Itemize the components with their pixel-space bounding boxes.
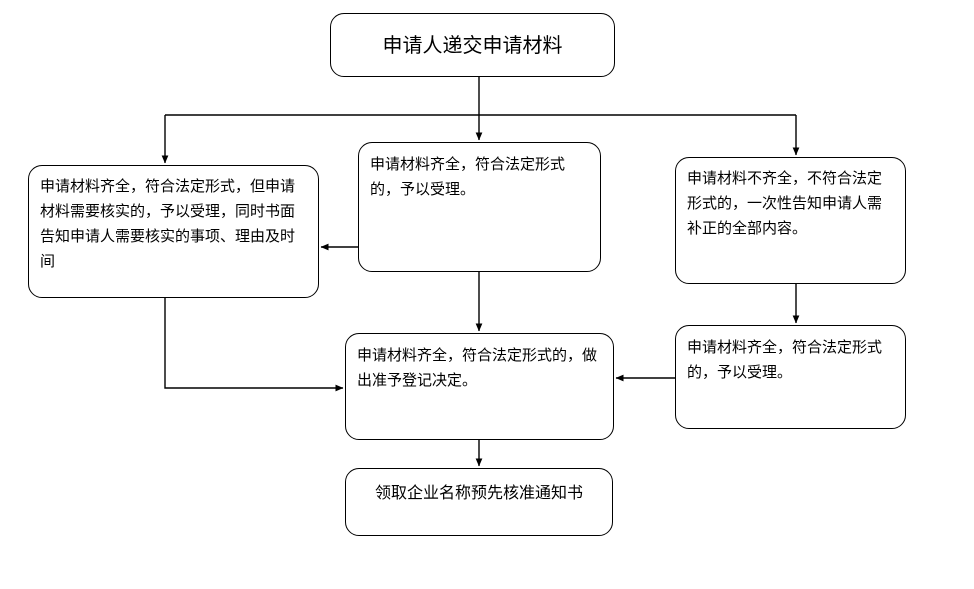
- node-submit-application[interactable]: 申请人递交申请材料: [330, 13, 615, 77]
- node-approve-registration-decision[interactable]: 申请材料齐全，符合法定形式的，做出准予登记决定。: [345, 333, 614, 440]
- node-complete-needs-verification-label: 申请材料齐全，符合法定形式，但申请材料需要核实的，予以受理，同时书面告知申请人需…: [40, 177, 296, 270]
- node-receive-preapproval-notice-label: 领取企业名称预先核准通知书: [374, 483, 583, 502]
- node-complete-needs-verification[interactable]: 申请材料齐全，符合法定形式，但申请材料需要核实的，予以受理，同时书面告知申请人需…: [28, 165, 319, 298]
- node-incomplete-notify-corrections[interactable]: 申请材料不齐全，不符合法定形式的，一次性告知申请人需补正的全部内容。: [675, 157, 906, 284]
- connector-needs-verification-to-approve-registration: [164, 298, 344, 392]
- node-resubmitted-accepted-label: 申请材料齐全，符合法定形式的，予以受理。: [687, 338, 883, 381]
- node-receive-preapproval-notice[interactable]: 领取企业名称预先核准通知书: [345, 468, 613, 536]
- node-approve-registration-decision-label: 申请材料齐全，符合法定形式的，做出准予登记决定。: [357, 346, 598, 389]
- node-submit-application-label: 申请人递交申请材料: [382, 33, 563, 57]
- node-complete-accepted[interactable]: 申请材料齐全，符合法定形式的，予以受理。: [358, 142, 601, 272]
- node-incomplete-notify-corrections-label: 申请材料不齐全，不符合法定形式的，一次性告知申请人需补正的全部内容。: [687, 169, 883, 237]
- node-resubmitted-accepted[interactable]: 申请材料齐全，符合法定形式的，予以受理。: [675, 325, 906, 429]
- node-complete-accepted-label: 申请材料齐全，符合法定形式的，予以受理。: [370, 155, 566, 198]
- connector-group: [161, 77, 800, 467]
